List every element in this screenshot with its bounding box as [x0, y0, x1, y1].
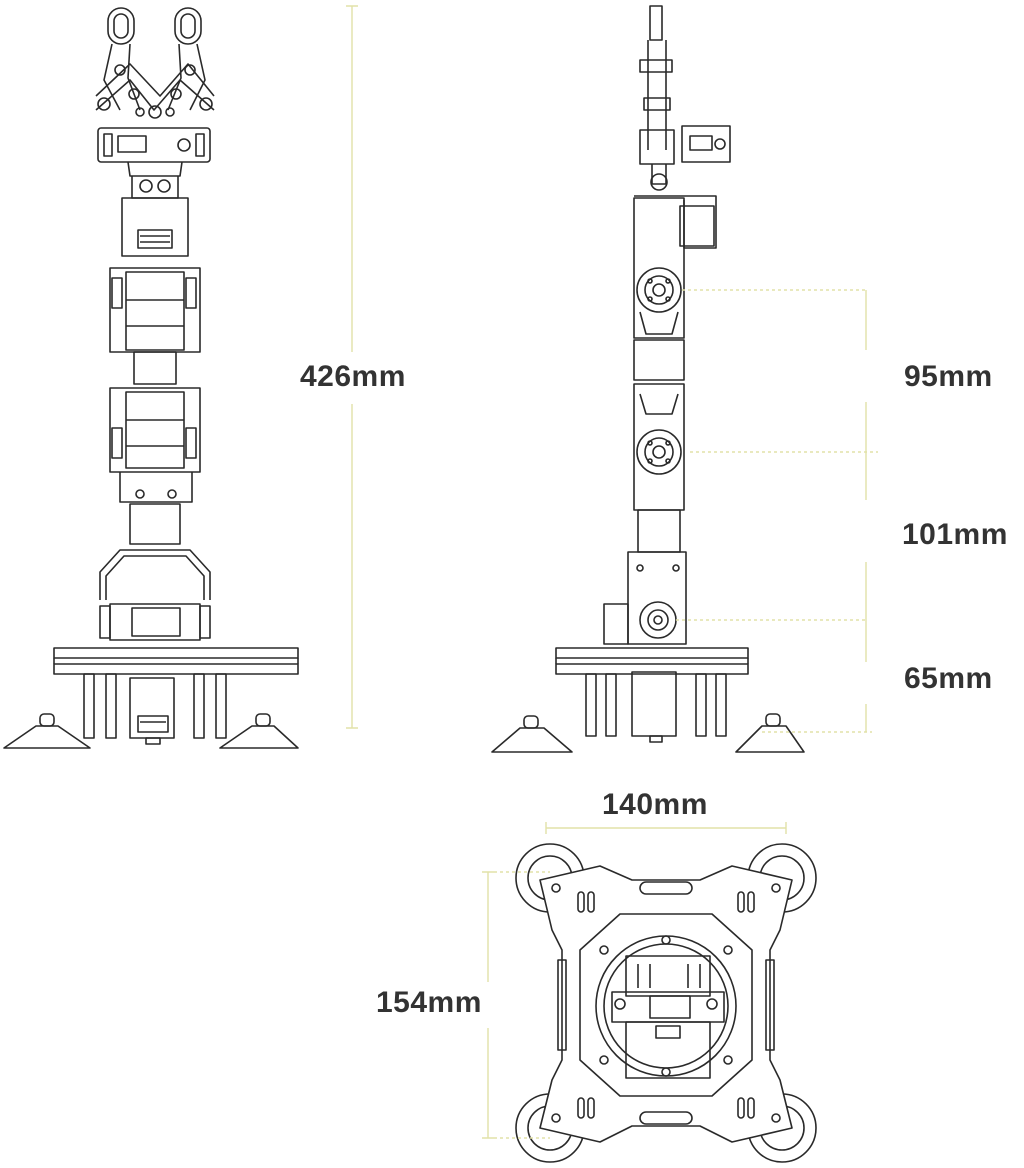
- base-segment-label: 65mm: [904, 662, 993, 695]
- middle-segment-label: 101mm: [902, 518, 1008, 551]
- dimension-lines: [346, 5, 878, 1139]
- front-view: [3, 7, 299, 749]
- total-height-label: 426mm: [300, 360, 406, 393]
- base-width-label: 140mm: [602, 788, 708, 821]
- side-view: [491, 5, 805, 753]
- top-view: [515, 843, 817, 1163]
- gripper: [95, 7, 215, 119]
- upper-segment-label: 95mm: [904, 360, 993, 393]
- base-depth-label: 154mm: [376, 986, 482, 1019]
